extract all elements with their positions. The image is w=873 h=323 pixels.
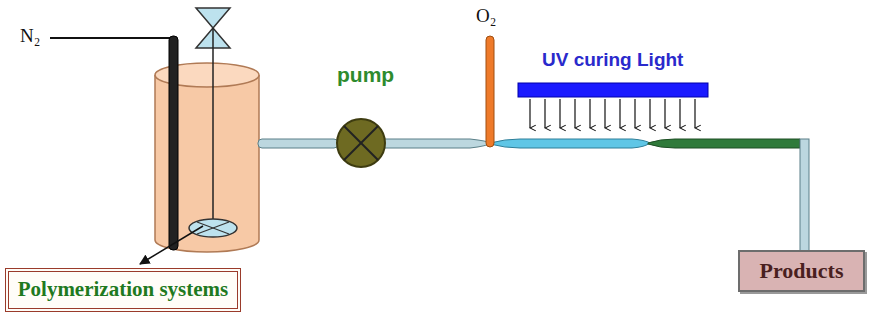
lamp-label: UV curing Light — [542, 50, 683, 71]
box-text: Polymerization systems — [18, 278, 229, 301]
stirrer — [189, 8, 237, 237]
uv-ray — [529, 99, 530, 128]
gas-label: O₂ — [476, 6, 496, 27]
pipe — [258, 139, 338, 148]
uv-ray — [634, 99, 635, 128]
uv-ray — [664, 99, 665, 128]
nitrogen-inlet — [50, 36, 178, 250]
gas-label: N₂ — [20, 26, 40, 47]
uv-ray — [694, 99, 695, 128]
caption-box: Polymerization systems — [5, 268, 241, 312]
product-box: Products — [738, 250, 865, 292]
uv-ray — [574, 99, 575, 128]
pipe — [490, 139, 650, 148]
uv-ray — [649, 99, 650, 128]
pump-symbol — [337, 119, 385, 167]
pump-label: pump — [337, 63, 394, 86]
uv-ray — [544, 99, 545, 128]
uv-ray — [559, 99, 560, 128]
pipe — [648, 139, 800, 148]
leader-line — [140, 226, 203, 264]
oxygen-inlet — [486, 36, 494, 147]
box-text: Products — [760, 259, 844, 283]
uv-ray — [589, 99, 590, 128]
uv-ray — [619, 99, 620, 128]
uv-ray — [604, 99, 605, 128]
pipe — [800, 139, 809, 251]
pipe — [384, 139, 490, 148]
uv-lamp — [518, 83, 708, 128]
uv-ray — [679, 99, 680, 128]
